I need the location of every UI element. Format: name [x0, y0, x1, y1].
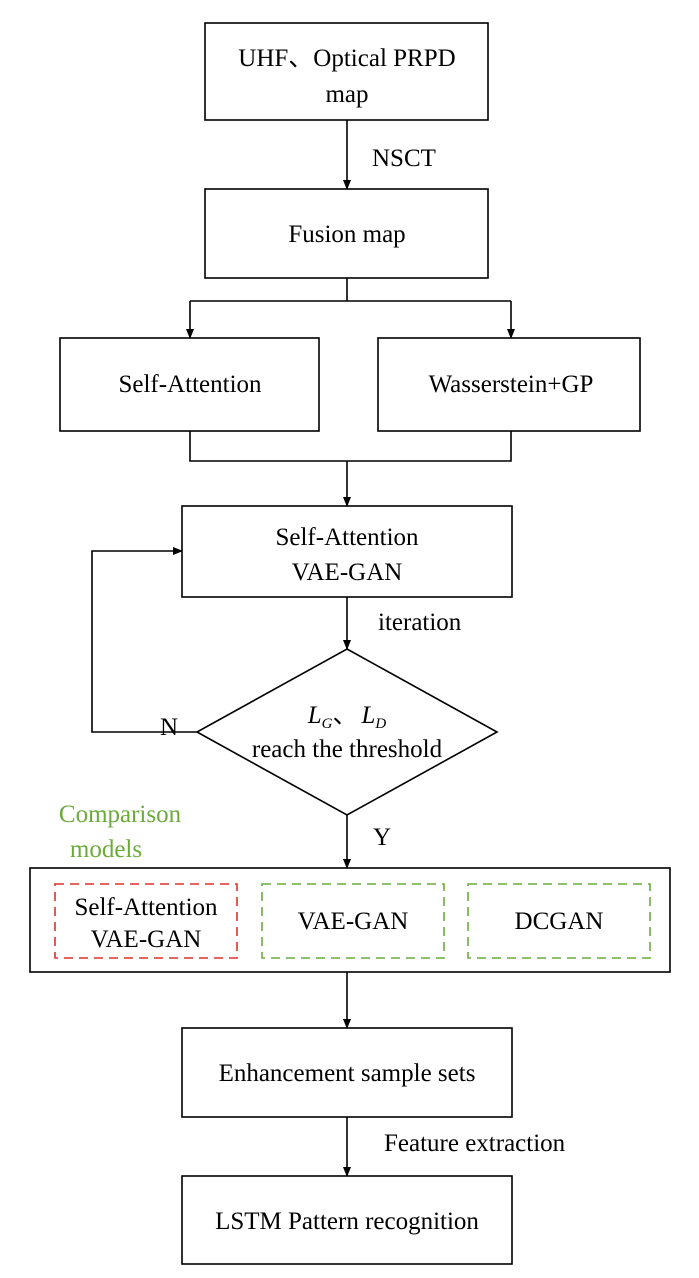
sa-vaegan-node: Self-Attention VAE-GAN: [181, 505, 513, 598]
lg-symbol: L: [307, 702, 322, 729]
enhancement-node: Enhancement sample sets: [181, 1027, 513, 1118]
decision-loss-label: LG、LD: [307, 702, 387, 732]
no-label: N: [160, 714, 178, 741]
self-attention-node: Self-Attention: [59, 337, 320, 432]
input-node: UHF、Optical PRPD map: [204, 22, 489, 121]
nsct-label: NSCT: [372, 145, 436, 172]
input-node-line-2: map: [325, 81, 368, 108]
wasserstein-node-label: Wasserstein+GP: [429, 371, 594, 398]
model-dcgan-box: [467, 883, 651, 959]
decision-line-2: reach the threshold: [252, 736, 443, 763]
models-container: Self-Attention VAE-GAN VAE-GAN DCGAN: [29, 867, 671, 973]
model-vaegan-label: VAE-GAN: [298, 908, 409, 935]
ld-symbol: L: [361, 702, 376, 729]
decision-node: LG、LD reach the threshold: [195, 648, 499, 816]
split-connector: [190, 278, 511, 302]
wasserstein-node: Wasserstein+GP: [377, 337, 641, 432]
model-vaegan-box: [261, 883, 445, 959]
lstm-node-label: LSTM Pattern recognition: [215, 1208, 479, 1235]
feature-extraction-label: Feature extraction: [384, 1130, 566, 1157]
model-sa-vaegan-box: [54, 883, 238, 959]
comparison-label-line-2: models: [70, 836, 142, 863]
model-sa-vaegan-line-1: Self-Attention: [74, 894, 218, 921]
model-dcgan-label: DCGAN: [515, 908, 604, 935]
fusion-node-label: Fusion map: [288, 221, 405, 248]
lstm-node: LSTM Pattern recognition: [181, 1175, 513, 1265]
lg-subscript: G: [322, 716, 333, 732]
iteration-label: iteration: [378, 609, 462, 636]
sa-vaegan-line-2: VAE-GAN: [292, 559, 403, 586]
comparison-label-line-1: Comparison: [59, 801, 182, 828]
self-attention-node-label: Self-Attention: [118, 371, 262, 398]
loop-back-arrow: [91, 547, 197, 733]
enhancement-node-label: Enhancement sample sets: [219, 1060, 476, 1087]
model-sa-vaegan-line-2: VAE-GAN: [91, 926, 202, 953]
fusion-node: Fusion map: [204, 188, 489, 279]
merge-connector: [189, 431, 512, 462]
ld-subscript: D: [374, 716, 386, 732]
input-node-line-1: UHF、Optical PRPD: [238, 45, 455, 72]
yes-label: Y: [373, 824, 391, 851]
sa-vaegan-line-1: Self-Attention: [275, 524, 419, 551]
loss-separator: 、: [332, 702, 357, 729]
